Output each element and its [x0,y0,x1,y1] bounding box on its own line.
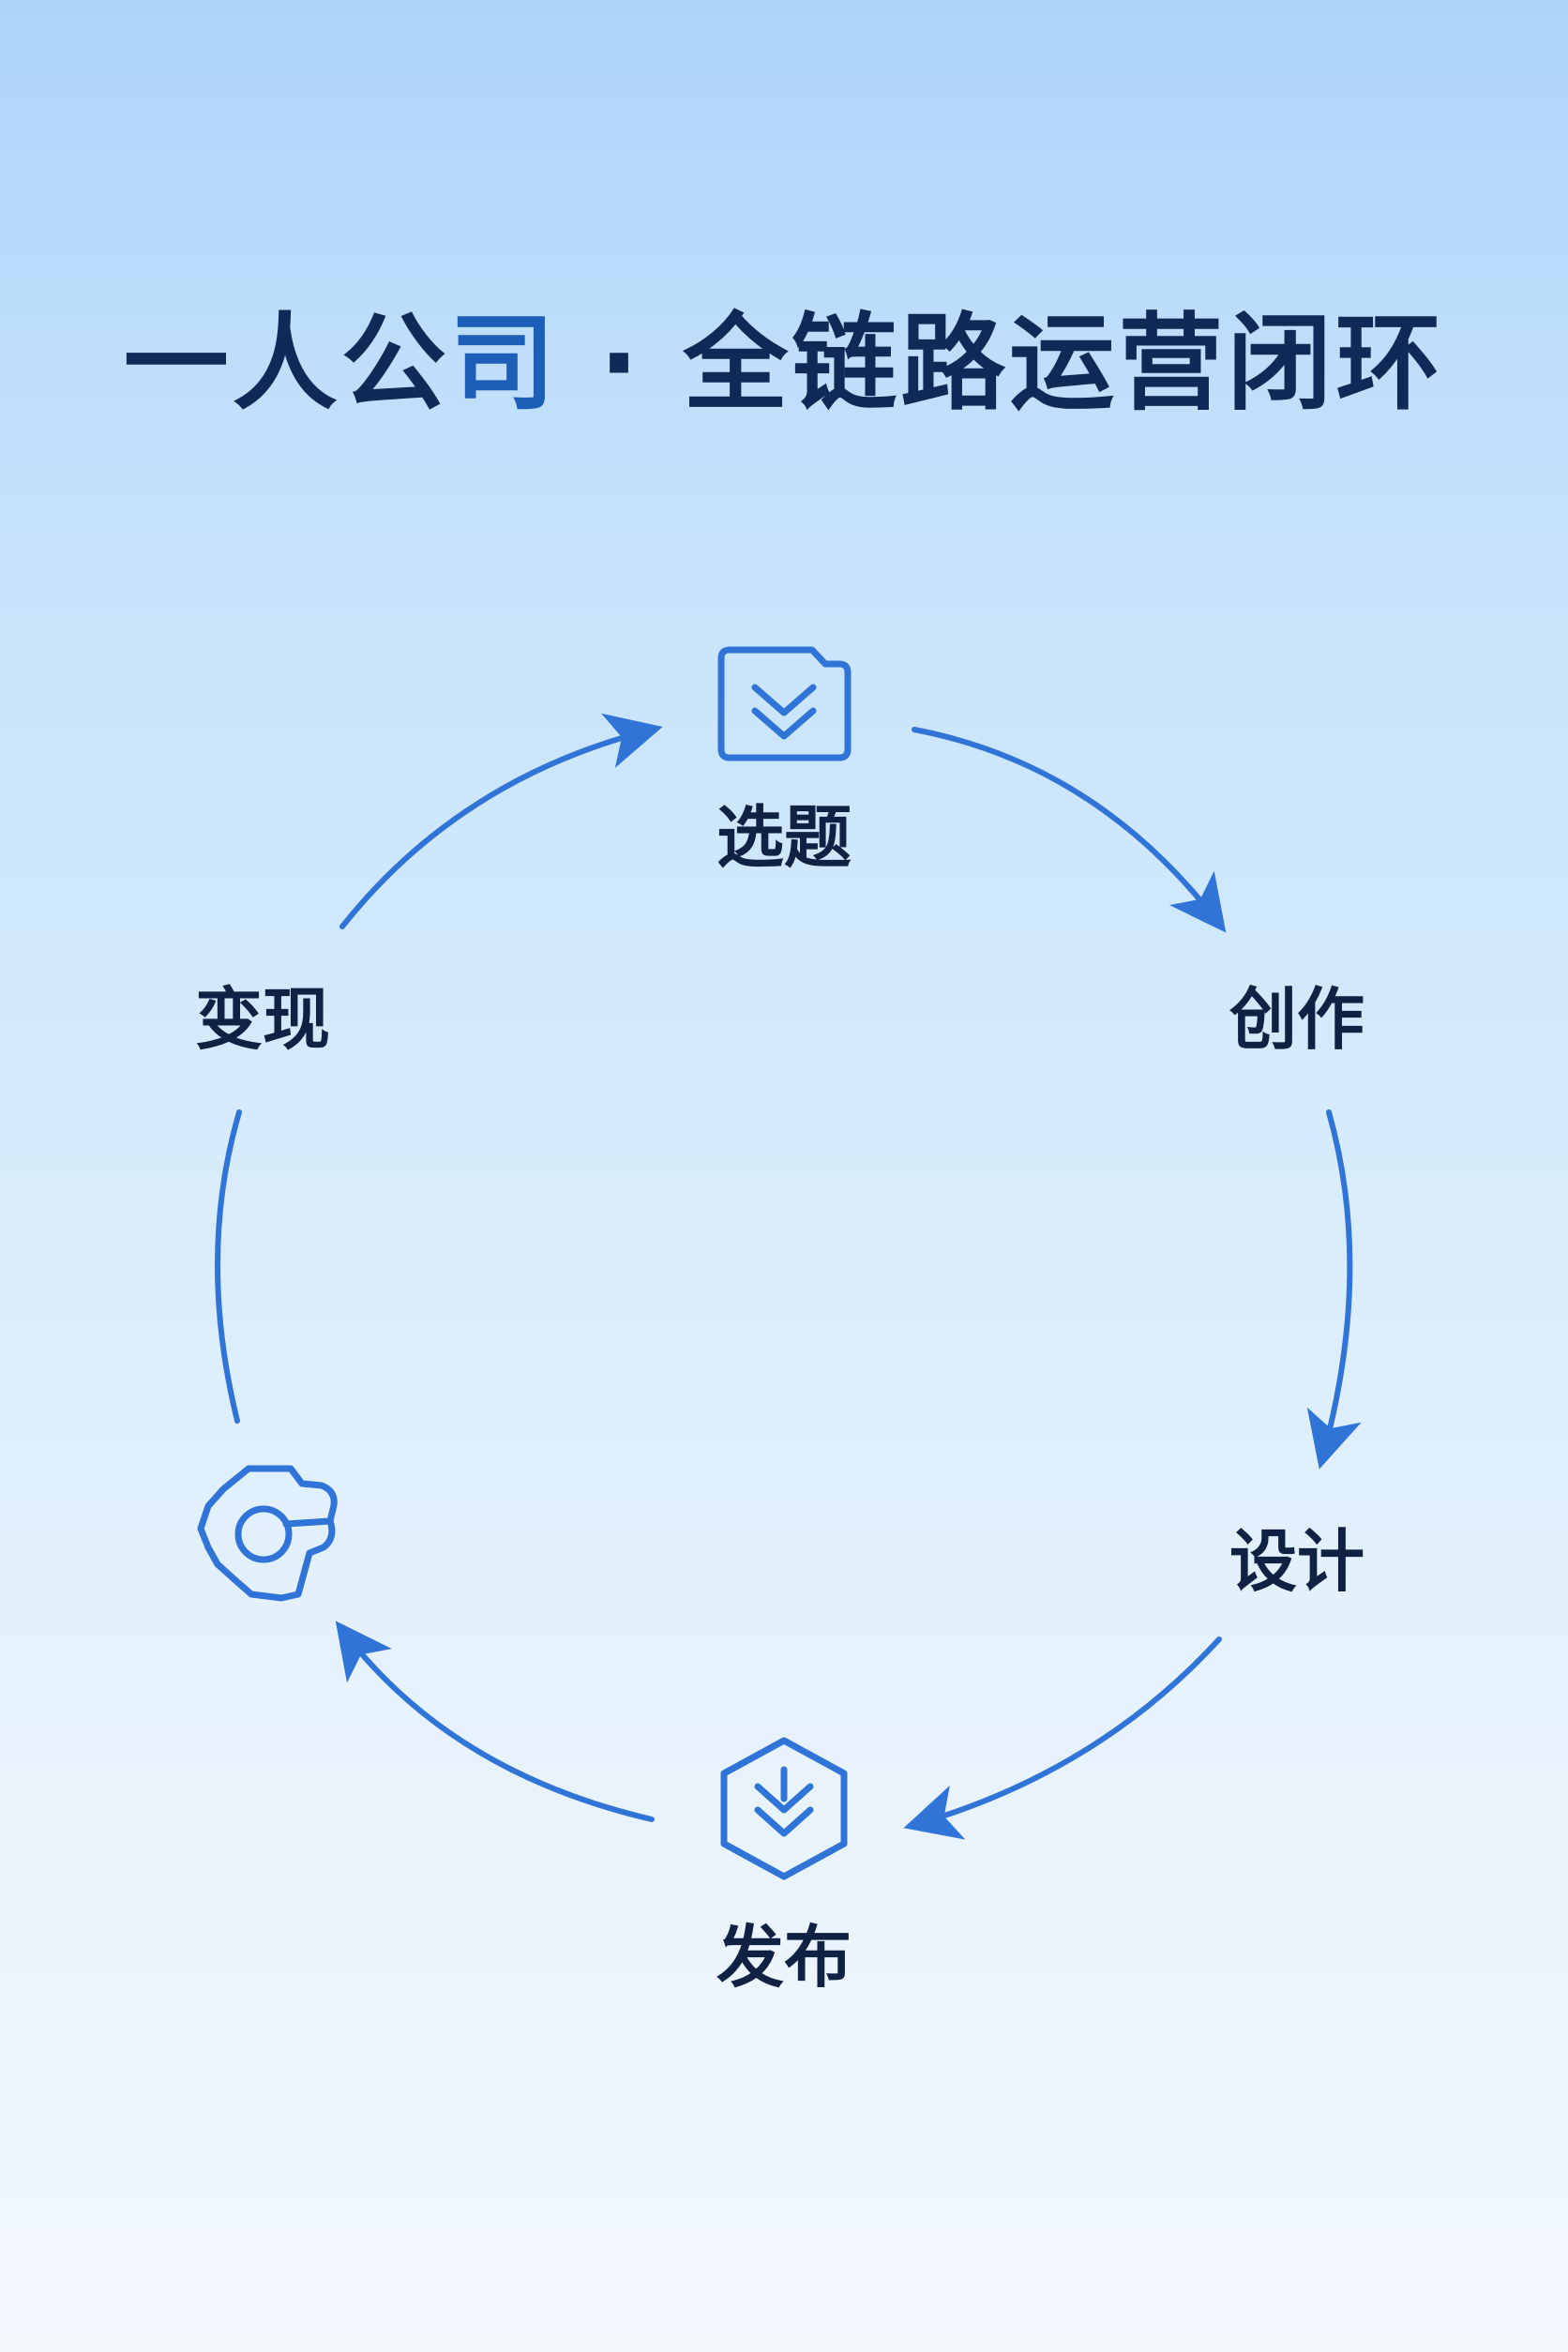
node-topic: 选题 [716,646,852,877]
arrow-design-to-publish [903,1636,1222,1840]
node-label-topic: 选题 [716,798,852,877]
node-design: 设计 [1229,1522,1364,1601]
node-publish: 发布 [716,1737,852,1997]
arrow-create-to-design [1306,1109,1362,1470]
node-gear [197,1465,338,1602]
title-part-a-accent: 司 [449,303,559,425]
title-part-a: 一人公 [123,303,450,425]
title-part-b: 全链路运营闭环 [683,303,1445,425]
title-separator: · [558,303,684,425]
hexagon-download-icon [720,1737,848,1880]
node-create: 创作 [1229,980,1364,1059]
node-label-create: 创作 [1229,980,1364,1059]
node-label-monetize: 变现 [195,980,330,1059]
arrow-topic-to-create [912,727,1227,933]
arrow-publish-to-gear [335,1621,655,1822]
node-monetize: 变现 [195,980,330,1059]
gear-icon [197,1465,338,1602]
folder-check-icon [717,646,852,761]
arrow-gear-to-monetize [215,1109,242,1424]
node-label-design: 设计 [1229,1522,1364,1601]
arrow-monetize-to-topic [339,713,663,929]
node-label-publish: 发布 [716,1918,852,1997]
page-title: 一人公司 · 全链路运营闭环 [0,298,1568,430]
